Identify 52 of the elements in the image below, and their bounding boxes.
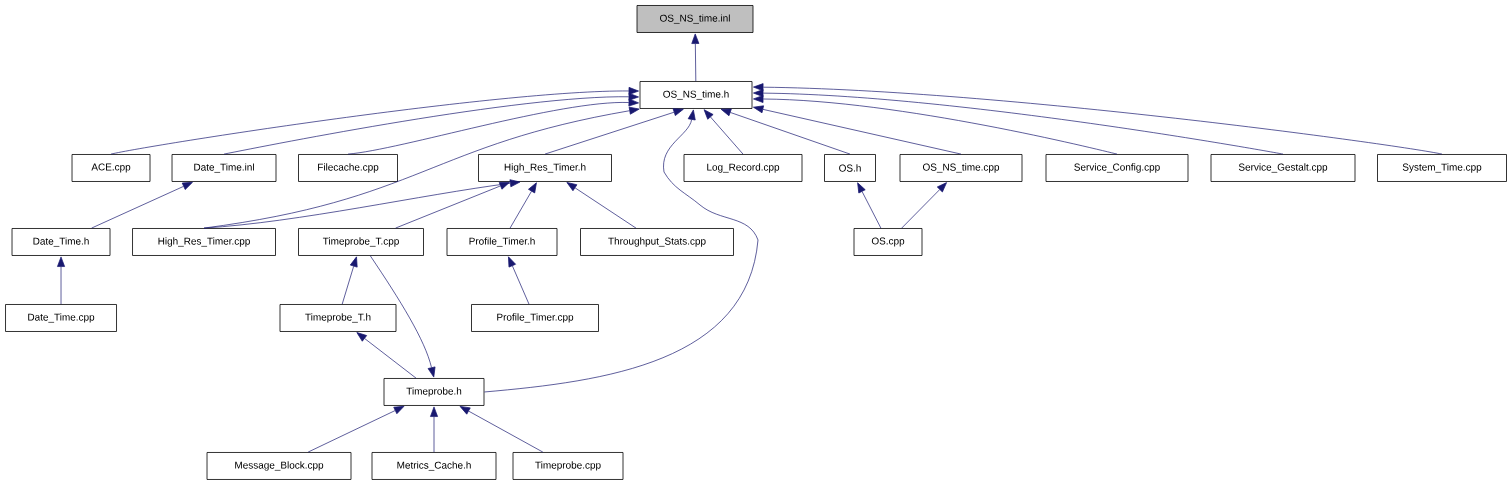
arrow: [356, 332, 417, 379]
file-box: Message_Block.cpp: [206, 452, 352, 480]
file-box: Date_Time.cpp: [5, 304, 117, 332]
arrow: [91, 181, 193, 229]
arrow: [508, 256, 530, 305]
arrow: [753, 89, 1284, 155]
arrow: [753, 105, 962, 155]
file-box: High_Res_Timer.cpp: [132, 228, 276, 256]
file-box: Service_Gestalt.cpp: [1210, 154, 1356, 182]
file-box: Timeprobe.cpp: [512, 452, 624, 480]
file-box: ACE.cpp: [71, 154, 151, 182]
arrow: [57, 256, 65, 305]
file-box: OS_NS_time.h: [639, 81, 753, 109]
arrow: [753, 83, 1443, 155]
file-box: OS_NS_time.cpp: [899, 154, 1023, 182]
file-box: Filecache.cpp: [298, 154, 398, 182]
arrow: [720, 108, 851, 155]
arrow: [395, 181, 510, 229]
file-box: Service_Config.cpp: [1045, 154, 1189, 182]
file-box: OS.h: [824, 154, 876, 182]
arrow: [484, 109, 759, 393]
arrow: [544, 108, 684, 155]
file-box: OS_NS_time.inl: [636, 5, 754, 33]
arrow: [901, 182, 947, 229]
arrow: [370, 255, 436, 378]
arrow: [509, 182, 537, 229]
arrow: [459, 406, 544, 453]
arrow: [430, 406, 438, 453]
file-box: High_Res_Timer.h: [478, 154, 612, 182]
file-box: Metrics_Cache.h: [371, 452, 497, 480]
file-box: Timeprobe_T.h: [279, 304, 397, 332]
arrow: [110, 87, 639, 155]
arrow: [753, 95, 1118, 155]
file-box: Profile_Timer.cpp: [471, 304, 599, 332]
arrow: [566, 182, 637, 229]
file-box: Date_Time.h: [11, 228, 111, 256]
arrow: [703, 109, 744, 155]
file-box: Timeprobe_T.cpp: [298, 228, 424, 256]
file-box: Log_Record.cpp: [683, 154, 803, 182]
file-box: Profile_Timer.h: [446, 228, 558, 256]
arrow: [203, 179, 521, 229]
file-box: OS.cpp: [853, 228, 923, 256]
file-box: Date_Time.inl: [171, 154, 277, 182]
file-box: Timeprobe.h: [383, 378, 485, 406]
arrow: [857, 182, 882, 229]
arrow: [223, 92, 639, 155]
arrow: [341, 256, 358, 305]
arrow: [347, 98, 639, 155]
file-box: System_Time.cpp: [1377, 154, 1507, 182]
arrow: [691, 33, 700, 82]
arrow: [307, 405, 405, 453]
file-box: Throughput_Stats.cpp: [580, 228, 734, 256]
